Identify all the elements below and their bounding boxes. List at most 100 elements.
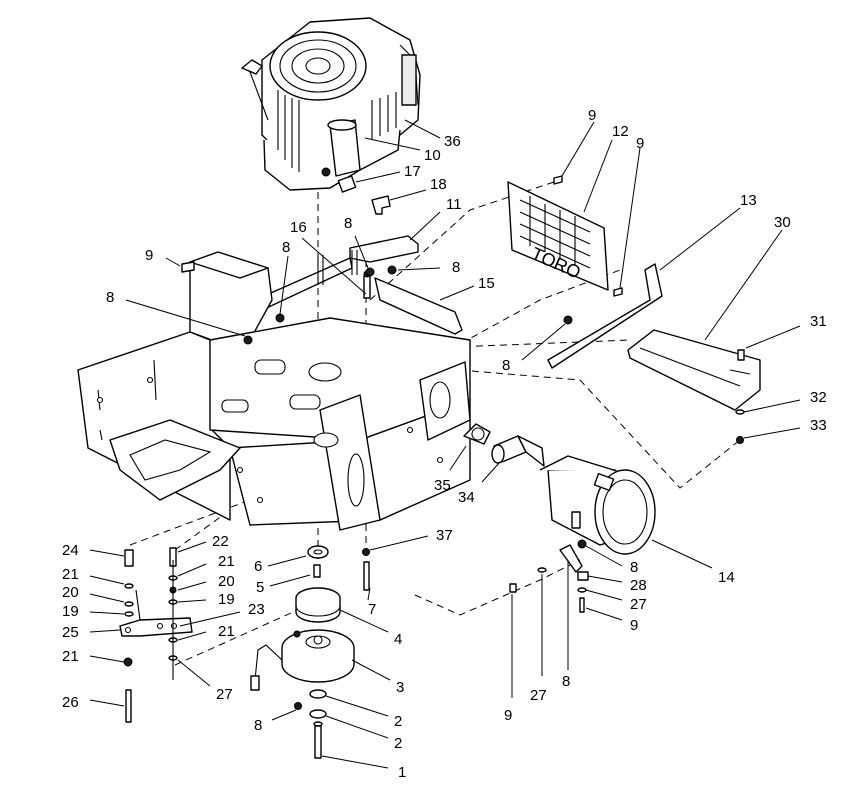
leader-8-e bbox=[521, 323, 566, 361]
nut-lower bbox=[294, 702, 302, 710]
callout-27-b: 27 bbox=[530, 687, 547, 704]
leader-28 bbox=[587, 575, 623, 583]
leader-9-b bbox=[561, 121, 595, 177]
elbow-18 bbox=[371, 195, 391, 215]
callout-21-c: 21 bbox=[218, 553, 235, 570]
shield-hardware bbox=[735, 349, 745, 444]
engine bbox=[241, 17, 421, 191]
callout-22: 22 bbox=[212, 533, 229, 550]
leader-34 bbox=[481, 461, 501, 483]
leader-6 bbox=[267, 555, 307, 567]
leader-27-c bbox=[177, 659, 211, 687]
callout-30: 30 bbox=[774, 214, 791, 231]
callout-24: 24 bbox=[62, 542, 79, 559]
clutch-3 bbox=[250, 629, 355, 691]
leader-36 bbox=[404, 119, 441, 139]
callout-17: 17 bbox=[404, 163, 421, 180]
lower-hardware bbox=[509, 567, 547, 593]
callout-35: 35 bbox=[434, 477, 451, 494]
callout-8-c: 8 bbox=[344, 215, 352, 232]
leader-21-d bbox=[177, 631, 207, 641]
leader-27-a bbox=[585, 589, 623, 601]
callout-19-b: 19 bbox=[218, 591, 235, 608]
callout-20-a: 20 bbox=[62, 584, 79, 601]
muffler-bracket bbox=[559, 539, 589, 613]
leader-15 bbox=[439, 285, 475, 301]
leader-8-b bbox=[125, 299, 246, 337]
callout-26: 26 bbox=[62, 694, 79, 711]
bolt-7 bbox=[362, 548, 370, 591]
leader-21-b bbox=[89, 655, 125, 663]
callout-9-a: 9 bbox=[145, 247, 153, 264]
leader-24 bbox=[89, 549, 125, 557]
bolt-1 bbox=[313, 721, 323, 759]
callout-9-d: 9 bbox=[630, 617, 638, 634]
callout-4: 4 bbox=[394, 631, 402, 648]
clamp-35 bbox=[463, 423, 491, 445]
leader-20-a bbox=[89, 593, 125, 603]
callout-7: 7 bbox=[368, 601, 376, 618]
leader-4 bbox=[339, 609, 389, 633]
callout-27-c: 27 bbox=[216, 686, 233, 703]
callout-21-a: 21 bbox=[62, 566, 79, 583]
leader-8-a bbox=[279, 255, 289, 315]
grille-12: TORO bbox=[507, 181, 609, 291]
fitting-17 bbox=[337, 175, 357, 193]
leader-9-c bbox=[619, 147, 641, 289]
bracket-15 bbox=[374, 277, 463, 335]
washer-6 bbox=[307, 545, 329, 559]
callout-6: 6 bbox=[254, 558, 262, 575]
leader-22 bbox=[177, 541, 207, 553]
callout-2-a: 2 bbox=[394, 713, 402, 730]
callout-14: 14 bbox=[718, 569, 735, 586]
leader-2-a bbox=[325, 695, 389, 717]
key-5 bbox=[313, 564, 321, 578]
leader-19-b bbox=[177, 599, 207, 603]
callout-9-c: 9 bbox=[636, 135, 644, 152]
leader-26 bbox=[89, 699, 125, 707]
pulley-4 bbox=[295, 587, 341, 623]
leader-19-a bbox=[89, 611, 125, 615]
leader-9-a bbox=[165, 257, 181, 267]
leader-8-c bbox=[354, 235, 369, 269]
callout-19-a: 19 bbox=[62, 603, 79, 620]
leader-32 bbox=[743, 399, 801, 413]
left-hardware-stack bbox=[119, 549, 193, 723]
callout-37: 37 bbox=[436, 527, 453, 544]
heat-shield-30 bbox=[627, 329, 761, 411]
callout-8-e: 8 bbox=[502, 357, 510, 374]
leader-1 bbox=[321, 755, 389, 769]
leader-8-d bbox=[397, 267, 441, 271]
leader-12 bbox=[583, 139, 613, 213]
leader-9-d bbox=[585, 607, 623, 621]
callout-10: 10 bbox=[424, 147, 441, 164]
callout-8-f: 8 bbox=[630, 559, 638, 576]
callout-11: 11 bbox=[446, 196, 462, 213]
chassis-frame bbox=[77, 250, 471, 531]
callout-25: 25 bbox=[62, 624, 79, 641]
callout-9-e: 9 bbox=[504, 707, 512, 724]
callout-8-a: 8 bbox=[282, 239, 290, 256]
callout-5: 5 bbox=[256, 579, 264, 596]
leader-3 bbox=[351, 659, 391, 681]
leader-14 bbox=[651, 539, 713, 569]
callout-21-d: 21 bbox=[218, 623, 235, 640]
callout-15: 15 bbox=[478, 275, 495, 292]
leader-30 bbox=[704, 229, 783, 341]
leader-25 bbox=[89, 629, 121, 633]
callout-1: 1 bbox=[398, 764, 406, 781]
leader-11 bbox=[409, 211, 441, 241]
callout-13: 13 bbox=[740, 192, 757, 209]
callout-27-a: 27 bbox=[630, 596, 647, 613]
callout-33: 33 bbox=[810, 417, 827, 434]
callout-31: 31 bbox=[810, 313, 827, 330]
callout-28: 28 bbox=[630, 577, 647, 594]
callout-36: 36 bbox=[444, 133, 461, 150]
leader-31 bbox=[745, 325, 801, 349]
exhaust-pipe-34 bbox=[491, 435, 545, 467]
callout-2-b: 2 bbox=[394, 735, 402, 752]
callout-12: 12 bbox=[612, 123, 629, 140]
leader-16 bbox=[301, 237, 367, 295]
leader-23 bbox=[179, 611, 241, 627]
leader-5 bbox=[269, 574, 311, 587]
